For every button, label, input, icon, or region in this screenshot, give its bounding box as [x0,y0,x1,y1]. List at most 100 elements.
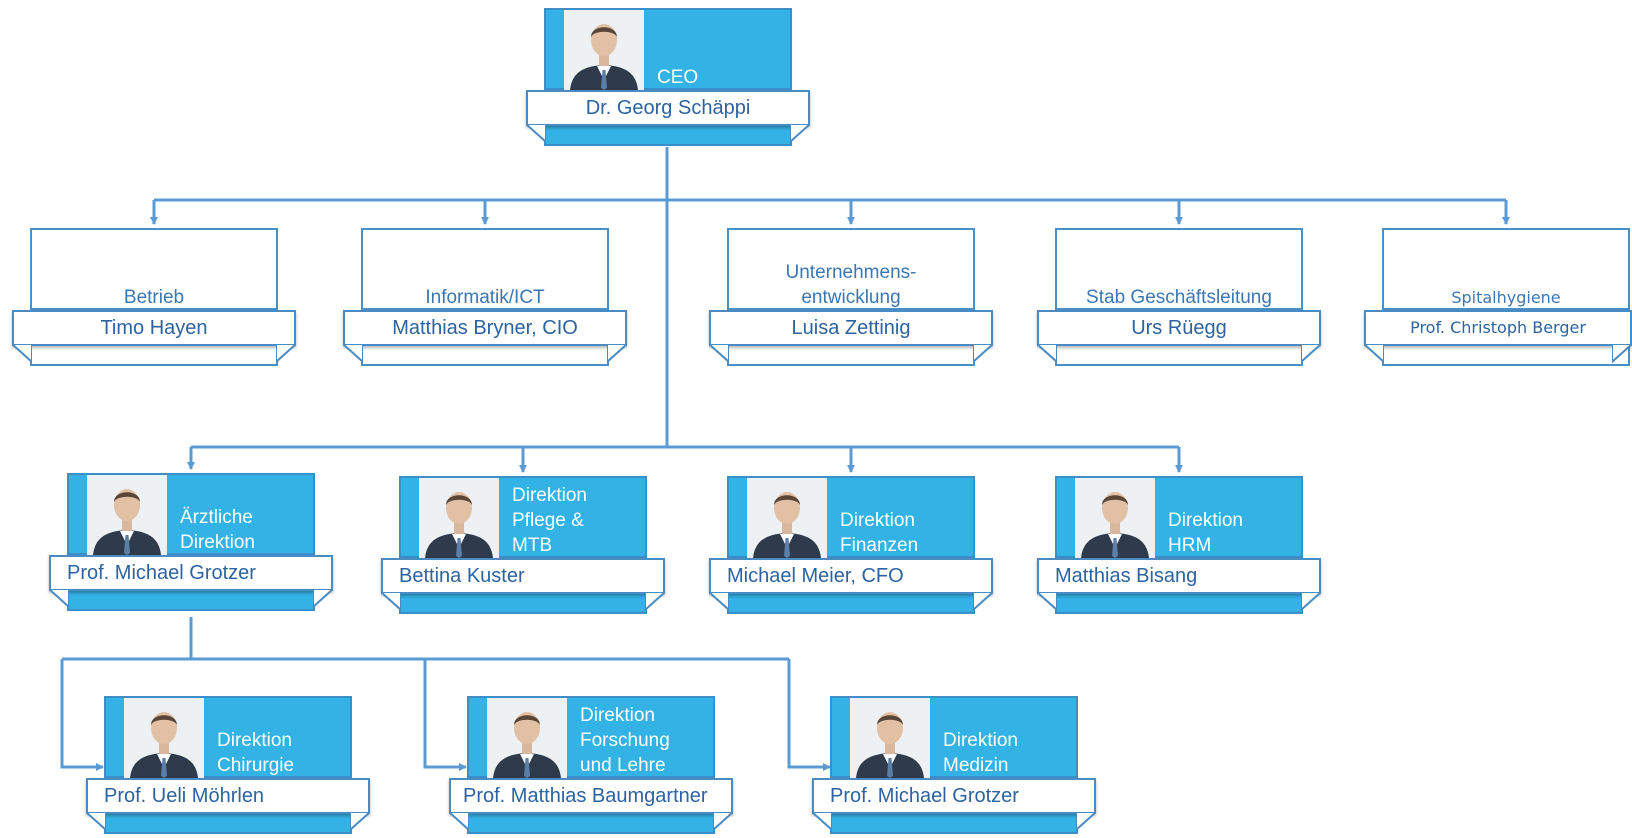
node-name-label: Michael Meier, CFO [709,558,993,594]
ribbon-fold-left [86,812,106,832]
node-ceo[interactable]: CEO Dr. Georg Schäppi [526,8,810,150]
ribbon-fold-right [1301,592,1321,612]
node-title: Direktion Medizin [943,730,1018,776]
node-name-label: Urs Rüegg [1037,310,1321,346]
node-name-label: Prof. Matthias Baumgartner [449,778,733,814]
person-photo [419,478,499,558]
ribbon-fold-left [449,812,469,832]
person-photo [1075,478,1155,558]
person-silhouette-icon [487,698,567,778]
node-director-hrm[interactable]: Direktion HRM Matthias Bisang [1037,476,1321,618]
ribbon-fold-right [1612,344,1632,364]
node-staff-unternehmensentwicklung[interactable]: Unternehmens- entwicklung Luisa Zettinig [709,228,993,370]
node-title: CEO [657,67,699,88]
connector-to-forschung [423,659,467,771]
node-name-label: Prof. Michael Grotzer [812,778,1096,814]
ribbon-fold-left [343,344,363,364]
node-name-label: Prof. Ueli Möhrlen [86,778,370,814]
node-name-label: Prof. Christoph Berger [1364,310,1632,346]
node-footer [544,126,792,146]
node-title: Unternehmens- entwicklung [785,262,917,308]
node-title: Direktion Forschung und Lehre [580,705,670,776]
person-photo [124,698,204,778]
node-title: Direktion Pflege & MTB [512,485,587,556]
ribbon-fold-right [276,344,296,364]
node-name-label: Matthias Bryner, CIO [343,310,627,346]
node-title: Betrieb [123,287,185,308]
node-name-label: Timo Hayen [12,310,296,346]
ribbon-fold-right [645,592,665,612]
person-silhouette-icon [419,478,499,558]
node-header [361,228,609,310]
node-header [1382,228,1630,310]
node-header [1055,228,1303,310]
ribbon-fold-left [526,124,546,144]
person-photo [487,698,567,778]
node-name-label: Matthias Bisang [1037,558,1321,594]
node-title: Stab Geschäftsleitung [1086,287,1272,308]
ribbon-fold-right [790,124,810,144]
node-footer [361,346,609,366]
ribbon-fold-left [1037,592,1057,612]
node-footer [104,814,352,834]
node-director-pflege[interactable]: Direktion Pflege & MTB Bettina Kuster [381,476,665,618]
person-photo [850,698,930,778]
node-staff-betrieb[interactable]: Betrieb Timo Hayen [12,228,296,370]
node-footer [1055,594,1303,614]
ribbon-fold-left [812,812,832,832]
connector-to-chirurgie [60,659,104,771]
ribbon-fold-left [1037,344,1057,364]
ribbon-fold-right [973,592,993,612]
ribbon-fold-left [709,592,729,612]
person-photo [564,10,644,90]
connector-to-medizin [787,659,831,771]
ribbon-fold-left [381,592,401,612]
node-director-aerztliche[interactable]: Ärztliche Direktion Prof. Michael Grotze… [49,473,333,615]
person-silhouette-icon [1075,478,1155,558]
node-footer [30,346,278,366]
node-name-label: Dr. Georg Schäppi [526,90,810,126]
ribbon-fold-right [350,812,370,832]
person-silhouette-icon [564,10,644,90]
ribbon-fold-left [709,344,729,364]
node-title: Direktion Chirurgie [217,730,295,776]
person-photo [747,478,827,558]
ribbon-fold-left [49,589,69,609]
node-title: Direktion HRM [1168,510,1243,556]
ribbon-fold-right [313,589,333,609]
node-name-label: Bettina Kuster [381,558,665,594]
node-name-label: Prof. Michael Grotzer [49,555,333,591]
node-footer [1055,346,1303,366]
node-staff-spitalhygiene[interactable]: Spitalhygiene Prof. Christoph Berger [1364,228,1632,370]
node-title: Informatik/ICT [425,287,545,308]
node-footer [1382,346,1630,366]
node-footer [399,594,647,614]
ribbon-fold-right [1301,344,1321,364]
person-silhouette-icon [87,475,167,555]
node-title: Ärztliche Direktion [180,507,255,553]
ribbon-fold-right [713,812,733,832]
node-subdirector-medizin[interactable]: Direktion Medizin Prof. Michael Grotzer [812,696,1096,838]
ribbon-fold-left [12,344,32,364]
node-footer [67,591,315,611]
node-title: Direktion Finanzen [840,510,919,556]
ribbon-fold-right [973,344,993,364]
ribbon-fold-right [1076,812,1096,832]
node-staff-stab[interactable]: Stab Geschäftsleitung Urs Rüegg [1037,228,1321,370]
person-silhouette-icon [124,698,204,778]
node-subdirector-chirurgie[interactable]: Direktion Chirurgie Prof. Ueli Möhrlen [86,696,370,838]
node-subdirector-forschung[interactable]: Direktion Forschung und Lehre Prof. Matt… [449,696,733,838]
node-footer [467,814,715,834]
node-footer [830,814,1078,834]
person-silhouette-icon [850,698,930,778]
node-header [727,228,975,310]
node-footer [727,594,975,614]
node-footer [727,346,975,366]
node-title: Spitalhygiene [1451,288,1561,307]
node-director-finanzen[interactable]: Direktion Finanzen Michael Meier, CFO [709,476,993,618]
node-staff-informatik[interactable]: Informatik/ICT Matthias Bryner, CIO [343,228,627,370]
node-header [30,228,278,310]
person-photo [87,475,167,555]
node-name-label: Luisa Zettinig [709,310,993,346]
